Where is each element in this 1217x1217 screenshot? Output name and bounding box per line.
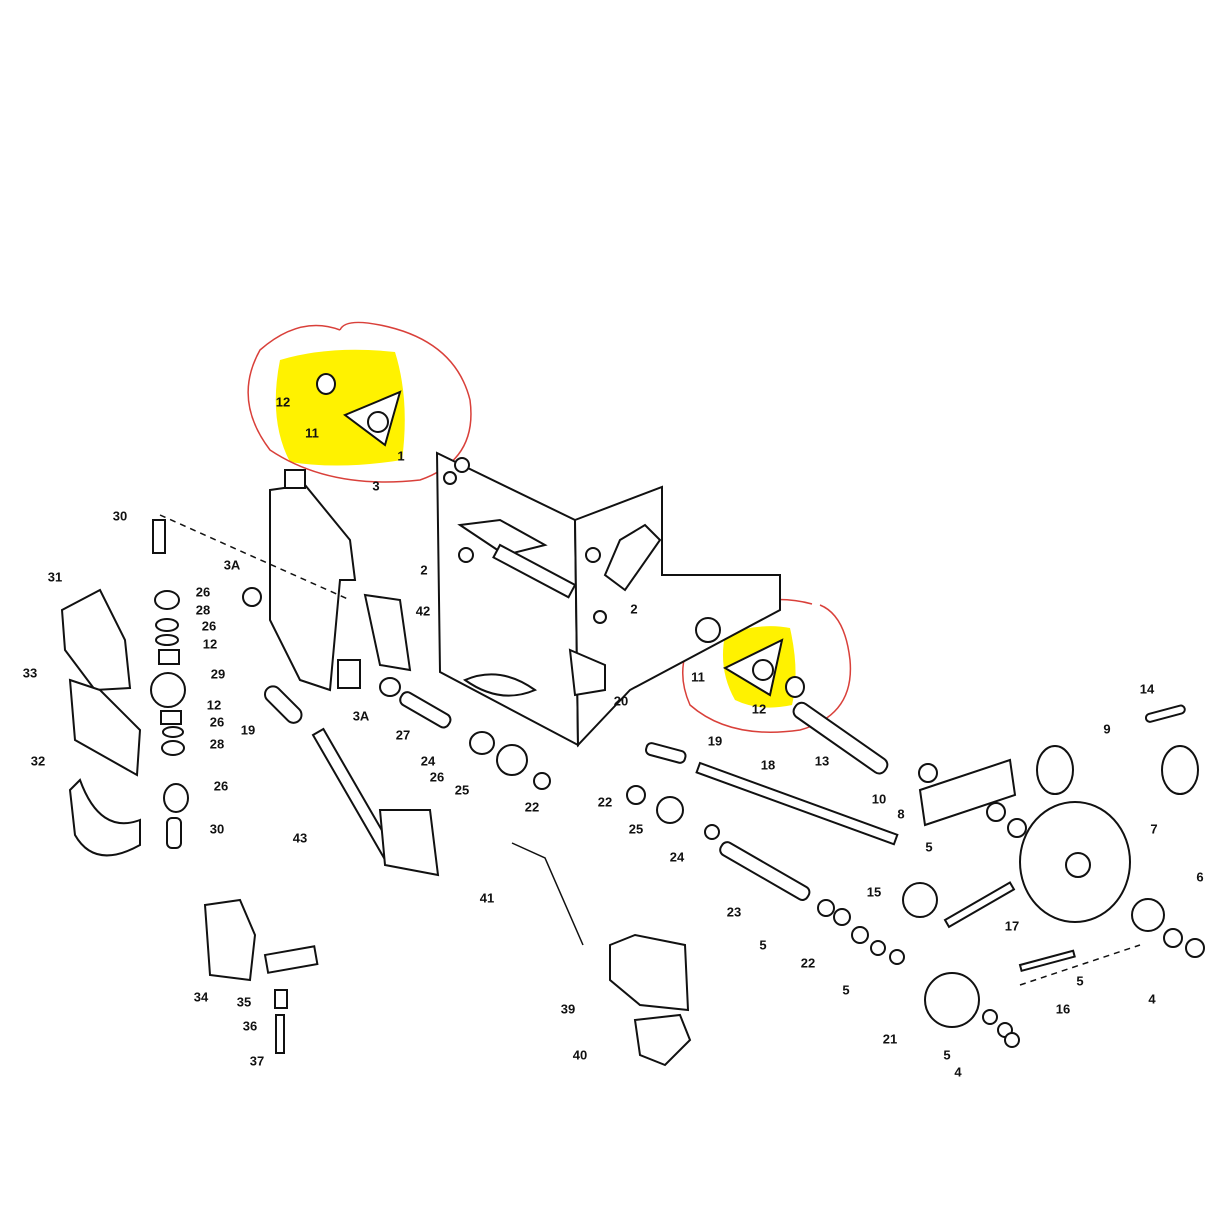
callout-label: 6 bbox=[1196, 869, 1203, 884]
callout-label: 26 bbox=[210, 714, 224, 729]
callout-label: 39 bbox=[561, 1001, 575, 1016]
callout-label: 10 bbox=[872, 791, 886, 806]
callout-label: 24 bbox=[421, 753, 436, 768]
callout-label: 11 bbox=[305, 425, 319, 440]
callout-label: 12 bbox=[752, 701, 766, 716]
callout-label: 2 bbox=[630, 601, 637, 616]
callout-label: 16 bbox=[1056, 1001, 1070, 1016]
callout-labels: 12 11 1 3 30 3A 2 31 26 28 26 12 42 2 29… bbox=[23, 394, 1204, 1079]
callout-label: 26 bbox=[196, 584, 210, 599]
callout-label: 9 bbox=[1103, 721, 1110, 736]
callout-label: 19 bbox=[708, 733, 722, 748]
callout-label: 28 bbox=[196, 602, 210, 617]
callout-label: 3 bbox=[372, 478, 379, 493]
callout-label: 15 bbox=[867, 884, 881, 899]
callout-label: 3A bbox=[353, 708, 370, 723]
bushing-12-right bbox=[785, 676, 805, 698]
callout-label: 30 bbox=[210, 821, 224, 836]
callout-label: 7 bbox=[1150, 821, 1157, 836]
callout-label: 8 bbox=[897, 806, 904, 821]
callout-label: 22 bbox=[598, 794, 612, 809]
callout-label: 37 bbox=[250, 1053, 264, 1068]
callout-label: 5 bbox=[1076, 973, 1083, 988]
callout-label: 33 bbox=[23, 665, 37, 680]
callout-label: 21 bbox=[883, 1031, 897, 1046]
callout-label: 42 bbox=[416, 603, 430, 618]
callout-label: 26 bbox=[430, 769, 444, 784]
callout-label: 4 bbox=[954, 1064, 962, 1079]
callout-label: 19 bbox=[241, 722, 255, 737]
callout-label: 23 bbox=[727, 904, 741, 919]
callout-label: 28 bbox=[210, 736, 224, 751]
main-plate bbox=[435, 451, 781, 748]
callout-label: 2 bbox=[420, 562, 427, 577]
callout-label: 41 bbox=[480, 890, 494, 905]
callout-label: 5 bbox=[759, 937, 766, 952]
callout-label: 36 bbox=[243, 1018, 257, 1033]
callout-label: 11 bbox=[691, 669, 705, 684]
callout-label: 30 bbox=[113, 508, 127, 523]
callout-label: 29 bbox=[211, 666, 225, 681]
callout-label: 40 bbox=[573, 1047, 587, 1062]
callout-label: 22 bbox=[525, 799, 539, 814]
callout-label: 22 bbox=[801, 955, 815, 970]
callout-label: 3A bbox=[224, 557, 241, 572]
callout-label: 32 bbox=[31, 753, 45, 768]
callout-label: 12 bbox=[276, 394, 290, 409]
callout-label: 1 bbox=[397, 448, 404, 463]
callout-label: 12 bbox=[207, 697, 221, 712]
callout-label: 31 bbox=[48, 569, 62, 584]
annotation-circle-top bbox=[247, 321, 472, 483]
callout-label: 26 bbox=[202, 618, 216, 633]
callout-label: 24 bbox=[670, 849, 685, 864]
callout-label: 5 bbox=[842, 982, 849, 997]
callout-label: 5 bbox=[925, 839, 932, 854]
callout-label: 26 bbox=[214, 778, 228, 793]
callout-label: 18 bbox=[761, 757, 775, 772]
callout-label: 13 bbox=[815, 753, 829, 768]
callout-label: 25 bbox=[629, 821, 643, 836]
misc-parts bbox=[203, 457, 1205, 1067]
bushing-12-top bbox=[316, 373, 336, 395]
callout-label: 25 bbox=[455, 782, 469, 797]
callout-label: 14 bbox=[1140, 681, 1155, 696]
callout-label: 5 bbox=[943, 1047, 950, 1062]
callout-label: 27 bbox=[396, 727, 410, 742]
callout-label: 12 bbox=[203, 636, 217, 651]
callout-label: 17 bbox=[1005, 918, 1019, 933]
callout-label: 34 bbox=[194, 989, 209, 1004]
bracket-3 bbox=[269, 469, 412, 692]
callout-label: 35 bbox=[237, 994, 251, 1009]
left-stack bbox=[60, 514, 351, 857]
callout-label: 43 bbox=[293, 830, 307, 845]
callout-label: 4 bbox=[1148, 991, 1156, 1006]
callout-label: 20 bbox=[614, 693, 628, 708]
